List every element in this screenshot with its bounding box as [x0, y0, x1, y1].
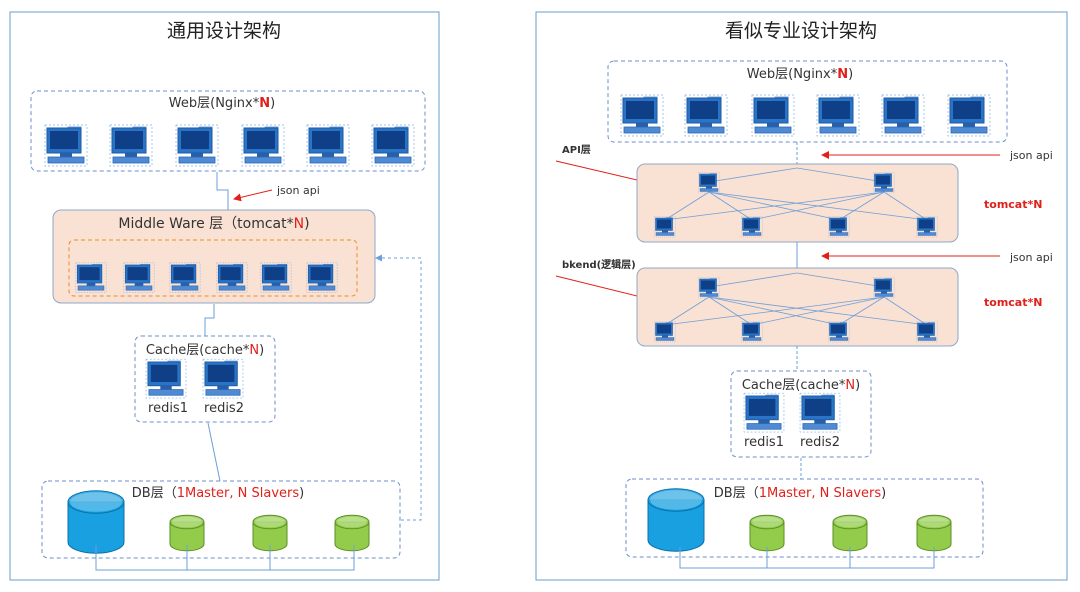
right-db-label: DB层（1Master, N Slavers) [714, 486, 886, 501]
computer-icon [75, 262, 107, 293]
computer-icon [916, 321, 938, 343]
left-redis2-label: redis2 [204, 401, 244, 416]
right-bkend-tier-box [636, 267, 959, 347]
right-bkend-label: bkend(逻辑层) [562, 258, 636, 271]
computer-icon [751, 94, 795, 137]
left-web-layer-label: Web层(Nginx*N) [169, 96, 275, 111]
right-db-box [625, 478, 984, 558]
computer-icon [947, 94, 991, 137]
computer-icon [241, 124, 285, 167]
database-icon [647, 488, 705, 552]
computer-icon [881, 94, 925, 137]
left-web-layer-box [30, 90, 426, 172]
computer-icon [175, 124, 219, 167]
right-panel-border [535, 11, 1068, 581]
computer-icon [620, 94, 664, 137]
left-db-box [41, 480, 401, 559]
computer-icon [684, 94, 728, 137]
left-redis1-label: redis1 [148, 401, 188, 416]
database-icon [67, 490, 125, 554]
right-tomcat-1-label: tomcat*N [984, 198, 1042, 211]
left-cache-label: Cache层(cache*N) [146, 343, 264, 358]
right-databases [647, 488, 952, 552]
computer-icon [306, 262, 338, 293]
database-icon [252, 514, 288, 552]
right-api-network [654, 167, 938, 238]
computer-icon [44, 124, 88, 167]
right-bkend-label-line [555, 275, 638, 297]
database-icon [334, 514, 370, 552]
computer-icon [743, 392, 785, 433]
computer-icon [169, 262, 201, 293]
right-redis1-label: redis1 [744, 435, 784, 450]
left-connectors [95, 172, 422, 571]
right-panel: 看似专业设计架构 Web层(Nginx*N) API层 json api tom… [535, 11, 1068, 581]
right-web-layer-box [607, 60, 1008, 143]
computer-icon [873, 172, 895, 194]
computer-icon [306, 124, 350, 167]
right-redis2-label: redis2 [800, 435, 840, 450]
right-tomcat-2-label: tomcat*N [984, 296, 1042, 309]
left-cache-servers [145, 358, 244, 399]
computer-icon [799, 392, 841, 433]
left-middleware-label: Middle Ware 层（tomcat*N) [118, 216, 309, 232]
left-middleware-inner-box [68, 239, 358, 297]
right-web-layer-label: Web层(Nginx*N) [747, 67, 853, 82]
computer-icon [816, 94, 860, 137]
computer-icon [916, 216, 938, 238]
computer-icon [260, 262, 292, 293]
computer-icon [698, 172, 720, 194]
right-api-label: API层 [562, 144, 591, 156]
right-web-servers [620, 94, 991, 137]
left-web-servers [44, 124, 415, 167]
computer-icon [828, 321, 850, 343]
database-icon [916, 514, 952, 552]
left-db-label: DB层（1Master, N Slavers) [132, 486, 304, 501]
left-title: 通用设计架构 [167, 20, 281, 42]
right-cache-label: Cache层(cache*N) [742, 378, 860, 393]
computer-icon [698, 277, 720, 299]
computer-icon [202, 358, 244, 399]
left-json-api-arrow [233, 189, 273, 202]
left-middleware-servers [75, 262, 338, 293]
computer-icon [145, 358, 187, 399]
right-api-label-line [555, 160, 638, 181]
computer-icon [654, 321, 676, 343]
computer-icon [123, 262, 155, 293]
right-json-api-1-label: json api [1009, 149, 1053, 162]
computer-icon [216, 262, 248, 293]
computer-icon [371, 124, 415, 167]
left-panel-border [9, 11, 440, 581]
right-cache-servers [743, 392, 841, 433]
computer-icon [109, 124, 153, 167]
left-panel: 通用设计架构 Web层(Nginx*N) json api Middle War… [9, 11, 440, 581]
database-icon [749, 514, 785, 552]
database-icon [169, 514, 205, 552]
right-json-api-2-label: json api [1009, 251, 1053, 264]
right-cache-box [730, 370, 872, 458]
right-connectors [679, 142, 935, 569]
computer-icon [741, 216, 763, 238]
computer-icon [741, 321, 763, 343]
right-title: 看似专业设计架构 [725, 20, 877, 42]
left-json-api-label: json api [276, 184, 320, 197]
computer-icon [828, 216, 850, 238]
database-icon [832, 514, 868, 552]
network-links [664, 272, 928, 326]
right-bkend-network [654, 272, 938, 343]
computer-icon [654, 216, 676, 238]
left-databases [67, 490, 370, 554]
network-links [664, 167, 928, 221]
computer-icon [873, 277, 895, 299]
